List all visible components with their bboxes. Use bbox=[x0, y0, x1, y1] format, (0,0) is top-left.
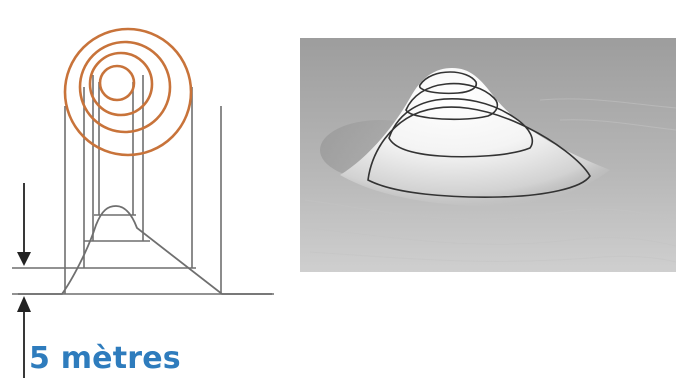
relief-render bbox=[300, 38, 676, 272]
contour-interval-label: 5 mètres bbox=[29, 341, 181, 377]
projection-lines bbox=[65, 75, 221, 294]
cross-section-profile bbox=[18, 206, 272, 294]
